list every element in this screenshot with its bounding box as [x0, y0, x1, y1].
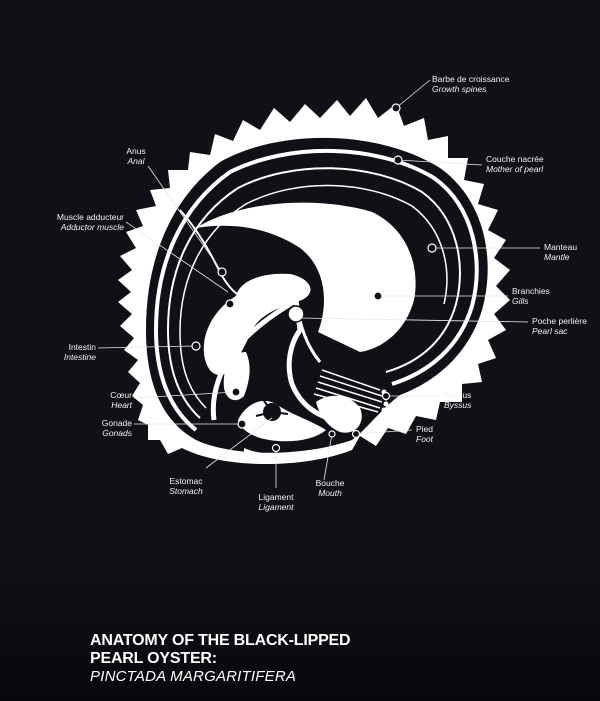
- ligament-en: Ligament: [258, 502, 294, 512]
- intestine-fr: Intestin: [68, 342, 96, 352]
- stomach-fr: Estomac: [169, 476, 203, 486]
- mantle-en: Mantle: [544, 252, 570, 262]
- label-gonads: Gonade Gonads: [72, 418, 132, 438]
- mother-of-pearl-fr: Couche nacrée: [486, 154, 544, 164]
- gills-en: Gills: [512, 296, 529, 306]
- ligament-fr: Ligament: [258, 492, 294, 502]
- adductor-en: Adductor muscle: [60, 222, 124, 232]
- pearl-sac-fr: Poche perlière: [532, 316, 587, 326]
- stomach-shape: [255, 397, 289, 421]
- poster-title-line-1: ANATOMY OF THE BLACK-LIPPED: [90, 632, 351, 649]
- label-stomach: Estomac Stomach: [156, 476, 216, 496]
- growth-spines-fr: Barbe de croissance: [432, 74, 510, 84]
- leader-dots: [191, 103, 437, 453]
- label-foot: Pied Foot: [416, 424, 433, 444]
- poster-shadow: [0, 560, 600, 701]
- label-heart: Cœur Heart: [72, 390, 132, 410]
- label-growth-spines: Barbe de croissance Growth spines: [432, 74, 510, 94]
- label-mouth: Bouche Mouth: [300, 478, 360, 498]
- adductor-muscle-shape: [203, 273, 311, 376]
- label-mother-of-pearl: Couche nacrée Mother of pearl: [486, 154, 544, 174]
- intestine-en: Intestine: [63, 352, 96, 362]
- mother-of-pearl-layer: [153, 148, 479, 432]
- growth-spines-en: Growth spines: [432, 84, 487, 94]
- pearl-sac-shape: [287, 305, 305, 323]
- label-mantle: Manteau Mantle: [544, 242, 577, 262]
- mouth-fr: Bouche: [315, 478, 345, 488]
- foot-fr: Pied: [416, 424, 434, 434]
- stomach-en: Stomach: [169, 486, 203, 496]
- gonads-fr: Gonade: [101, 418, 132, 428]
- poster-subtitle: PINCTADA MARGARITIFERA: [90, 668, 297, 685]
- ligament-shape: [244, 448, 310, 461]
- label-adductor-muscle: Muscle adducteur Adductor muscle: [24, 212, 124, 232]
- label-pearl-sac: Poche perlière Pearl sac: [532, 316, 587, 336]
- adductor-fr: Muscle adducteur: [56, 212, 124, 222]
- byssus-en: Byssus: [444, 400, 472, 410]
- heart-fr: Cœur: [110, 390, 132, 400]
- poster-title-line-2: PEARL OYSTER:: [90, 650, 217, 667]
- foot-en: Foot: [416, 434, 434, 444]
- byssus-threads: [313, 369, 383, 413]
- heart-en: Heart: [111, 400, 132, 410]
- label-byssus: Byssus Byssus: [444, 390, 471, 410]
- poster-title-block: ANATOMY OF THE BLACK-LIPPED PEARL OYSTER…: [90, 632, 351, 686]
- label-ligament: Ligament Ligament: [246, 492, 306, 512]
- gills-shape: [196, 202, 416, 352]
- mantle-line: [166, 167, 461, 419]
- pearl-sac-en: Pearl sac: [532, 326, 568, 336]
- heart-shape: [223, 352, 250, 401]
- mouth-en: Mouth: [318, 488, 342, 498]
- gonads-en: Gonads: [102, 428, 132, 438]
- label-intestine: Intestin Intestine: [36, 342, 96, 362]
- leader-lines: [97, 79, 540, 488]
- anal-en: Anal: [127, 156, 145, 166]
- gonad-shape: [238, 400, 326, 442]
- label-gills: Branchies Gills: [512, 286, 550, 306]
- byssus-fr: Byssus: [444, 390, 472, 400]
- anal-fr: Anus: [126, 146, 146, 156]
- mantle-fr: Manteau: [544, 242, 578, 252]
- label-anal: Anus Anal: [116, 146, 156, 166]
- mother-of-pearl-en: Mother of pearl: [486, 164, 544, 174]
- gills-fr: Branchies: [512, 286, 550, 296]
